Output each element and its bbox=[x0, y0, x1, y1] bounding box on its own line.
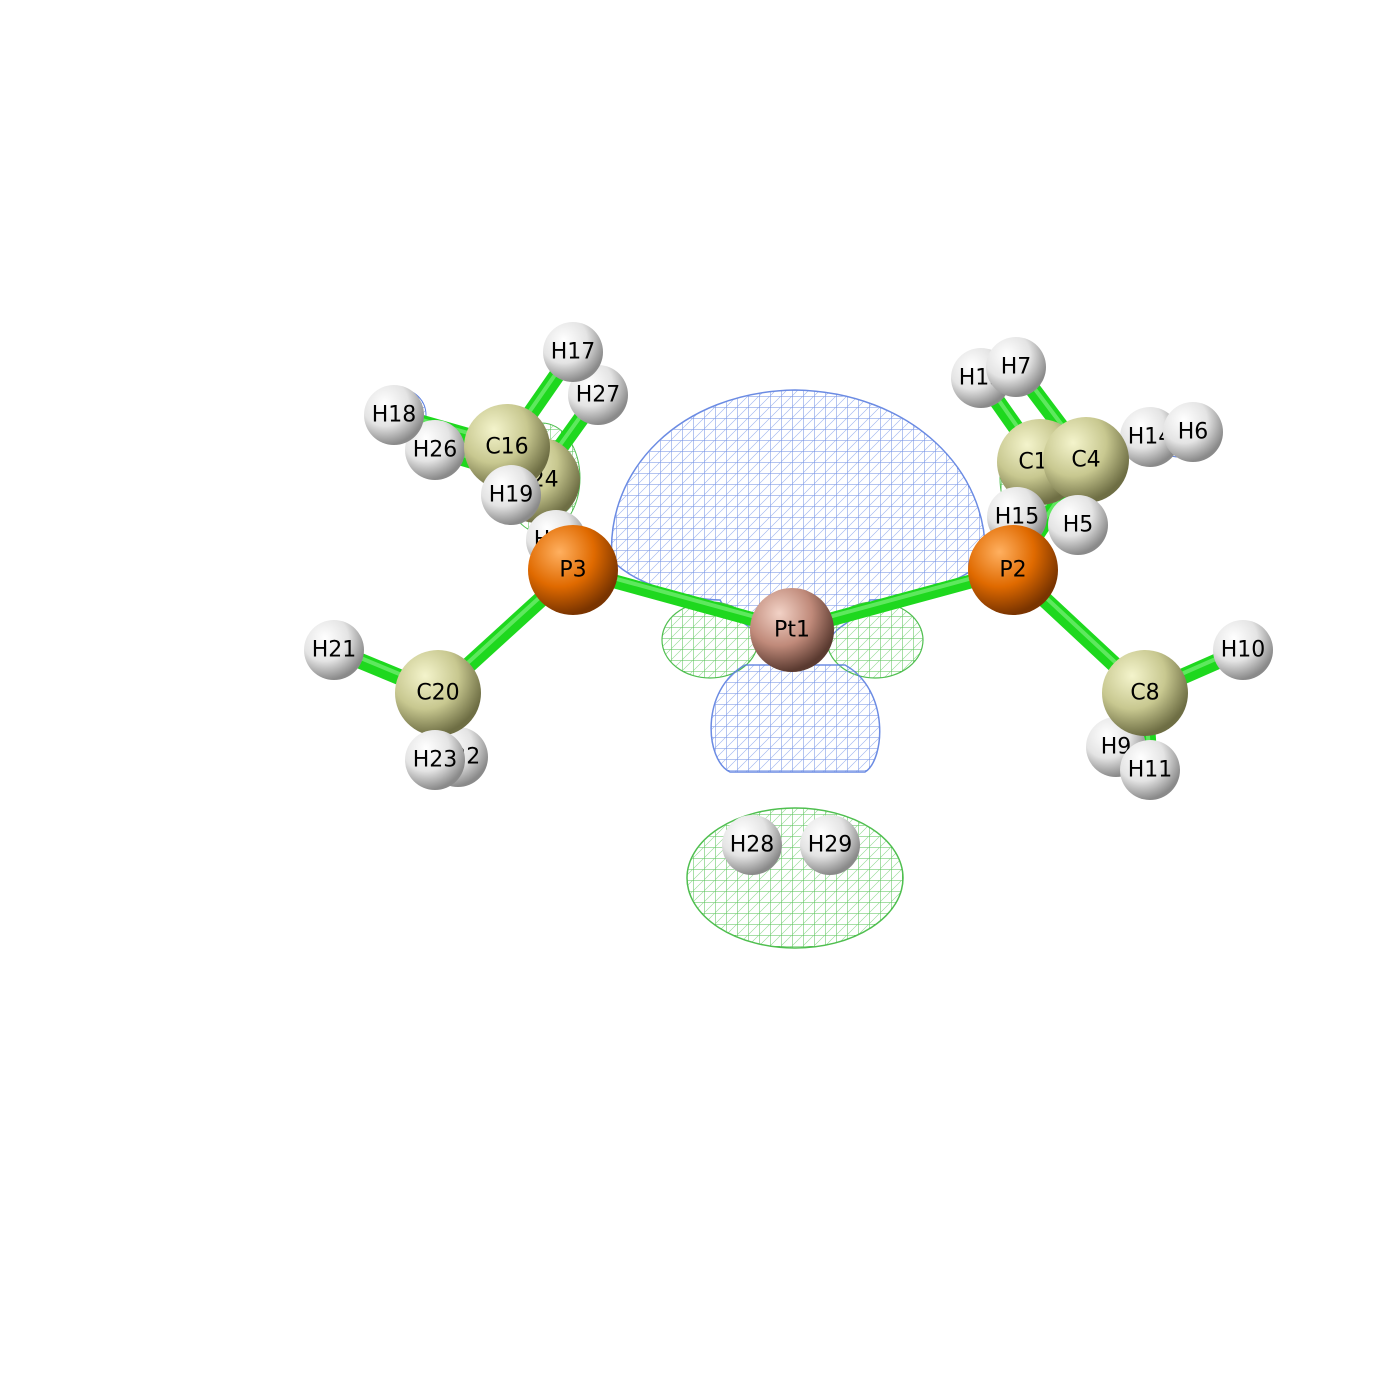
atom-label-C20: C20 bbox=[416, 681, 459, 706]
orbital-lobe-negative-bottom bbox=[686, 807, 904, 949]
atom-C20[interactable]: C20 bbox=[395, 650, 481, 736]
atom-H17[interactable]: H17 bbox=[543, 322, 603, 382]
atom-sphere-C4 bbox=[1043, 417, 1129, 503]
atom-H6[interactable]: H6 bbox=[1163, 402, 1223, 462]
atom-H21[interactable]: H21 bbox=[304, 620, 364, 680]
atom-label-C4: C4 bbox=[1071, 448, 1100, 473]
atom-label-H6: H6 bbox=[1178, 420, 1209, 445]
atom-H11[interactable]: H11 bbox=[1120, 740, 1180, 800]
atom-label-C8: C8 bbox=[1130, 681, 1159, 706]
atom-label-H27: H27 bbox=[576, 383, 621, 408]
atom-C4[interactable]: C4 bbox=[1043, 417, 1129, 503]
atom-H19[interactable]: H19 bbox=[481, 465, 541, 525]
atom-H29[interactable]: H29 bbox=[800, 815, 860, 875]
atom-label-H19: H19 bbox=[489, 483, 534, 508]
atom-label-Pt1: Pt1 bbox=[774, 618, 810, 643]
atom-label-P2: P2 bbox=[999, 558, 1026, 583]
atom-sphere-H28 bbox=[722, 815, 782, 875]
atom-H10[interactable]: H10 bbox=[1213, 620, 1273, 680]
atom-sphere-H10 bbox=[1213, 620, 1273, 680]
atom-label-H18: H18 bbox=[372, 403, 417, 428]
atom-label-H17: H17 bbox=[551, 340, 596, 365]
atom-sphere-H26 bbox=[405, 420, 465, 480]
atom-label-H28: H28 bbox=[730, 833, 775, 858]
atom-sphere-H18 bbox=[364, 385, 424, 445]
atom-H26[interactable]: H26 bbox=[405, 420, 465, 480]
atom-label-H21: H21 bbox=[312, 638, 357, 663]
orbital-lobe-positive-lower bbox=[710, 664, 881, 773]
atom-sphere-H17 bbox=[543, 322, 603, 382]
atom-sphere-C16 bbox=[464, 404, 550, 490]
atom-sphere-P3 bbox=[528, 525, 618, 615]
atom-sphere-H23 bbox=[405, 730, 465, 790]
atom-sphere-H5 bbox=[1048, 495, 1108, 555]
atom-label-H10: H10 bbox=[1221, 638, 1266, 663]
atom-H28[interactable]: H28 bbox=[722, 815, 782, 875]
atom-label-H29: H29 bbox=[808, 833, 853, 858]
atom-H5[interactable]: H5 bbox=[1048, 495, 1108, 555]
atom-H18[interactable]: H18 bbox=[364, 385, 424, 445]
atom-label-H5: H5 bbox=[1063, 513, 1094, 538]
atom-H23[interactable]: H23 bbox=[405, 730, 465, 790]
atom-P2[interactable]: P2 bbox=[968, 525, 1058, 615]
atom-label-H11: H11 bbox=[1128, 758, 1173, 783]
atom-sphere-C8 bbox=[1102, 650, 1188, 736]
atom-sphere-H29 bbox=[800, 815, 860, 875]
atom-P3[interactable]: P3 bbox=[528, 525, 618, 615]
atom-Pt1[interactable]: Pt1 bbox=[750, 588, 834, 672]
atom-C8[interactable]: C8 bbox=[1102, 650, 1188, 736]
atom-sphere-H11 bbox=[1120, 740, 1180, 800]
atom-label-C16: C16 bbox=[485, 435, 528, 460]
atom-layer: C24C12H22H9H26H27H13H14H25H15P3P2C20C8C1… bbox=[304, 322, 1273, 875]
atom-label-H23: H23 bbox=[413, 748, 458, 773]
atom-sphere-H6 bbox=[1163, 402, 1223, 462]
atom-sphere-C20 bbox=[395, 650, 481, 736]
atom-label-H7: H7 bbox=[1001, 355, 1032, 380]
atom-sphere-Pt1 bbox=[750, 588, 834, 672]
atom-sphere-H21 bbox=[304, 620, 364, 680]
atom-label-P3: P3 bbox=[559, 558, 586, 583]
atom-sphere-H7 bbox=[986, 337, 1046, 397]
atom-label-H26: H26 bbox=[413, 438, 458, 463]
atom-C16[interactable]: C16 bbox=[464, 404, 550, 490]
atom-sphere-H19 bbox=[481, 465, 541, 525]
atom-sphere-P2 bbox=[968, 525, 1058, 615]
atom-H7[interactable]: H7 bbox=[986, 337, 1046, 397]
